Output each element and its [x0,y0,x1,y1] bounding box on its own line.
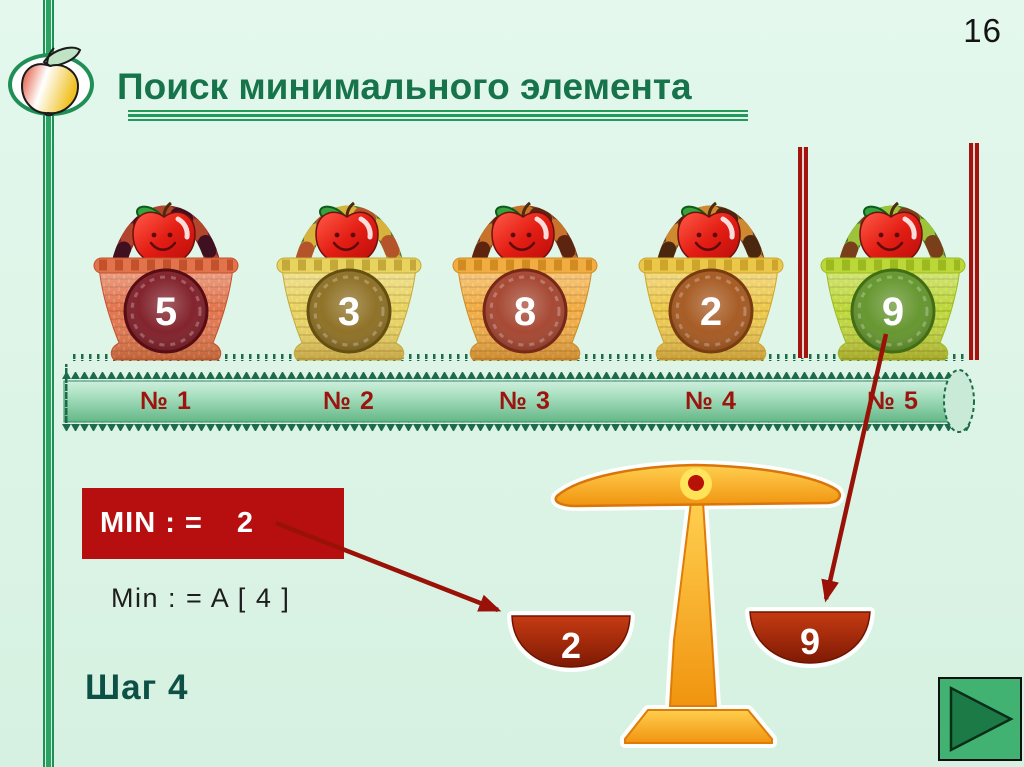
basket-value: 2 [700,290,722,334]
basket-value: 3 [338,290,360,334]
shelf-label-1: № 1 [140,387,192,415]
apple-icon [491,201,555,264]
apple-logo-drawing [20,46,82,117]
basket-5: 9 [816,147,970,377]
basket-number-circle: 3 [306,268,392,354]
step-label: Шаг 4 [85,668,189,707]
min-value: 2 [236,507,255,539]
min-label: MIN : = [100,507,203,539]
basket-value: 9 [882,290,904,334]
scale-base [624,709,773,744]
shelf-label-5: № 5 [867,387,919,415]
title-underline [128,110,748,123]
basket-value: 8 [514,290,536,334]
basket-4: 2 [634,147,788,377]
apple-icon [132,201,196,264]
right-pan-value: 9 [800,621,820,662]
page-number: 16 [963,12,1002,49]
basket-2: 3 [272,147,426,377]
shelf-label-3: № 3 [499,387,551,415]
scale-pivot [688,475,704,491]
scale-right-pan [749,611,871,664]
next-button[interactable] [938,677,1022,761]
basket-value: 5 [155,290,177,334]
basket-3: 8 [448,147,602,377]
basket-number-circle: 8 [482,268,568,354]
shelf-labels: № 1 № 2 № 3 № 4 № 5 [62,387,978,417]
comparison-marker-right [969,143,980,360]
scale-left-pan [511,615,631,668]
triangle-right-icon [949,685,1014,753]
basket-1: 5 [89,147,243,377]
shelf-label-2: № 2 [323,387,375,415]
shelf-label-4: № 4 [685,387,737,415]
basket-number-circle: 5 [123,268,209,354]
left-double-rule [43,0,54,767]
min-value-box: MIN : = 2 [82,488,344,559]
apple-logo-icon [8,46,94,117]
apple-icon [677,201,741,264]
left-pan-value: 2 [561,625,581,666]
basket-number-circle: 2 [668,268,754,354]
comparison-marker-left [798,147,809,358]
basket-number-circle: 9 [850,268,936,354]
balance-scale-illustration: 2 9 [507,460,875,748]
slide-title: Поиск минимального элемента [117,66,692,107]
shelf-end-cap [943,369,975,433]
assignment-expression: Min : = A [ 4 ] [111,583,291,613]
